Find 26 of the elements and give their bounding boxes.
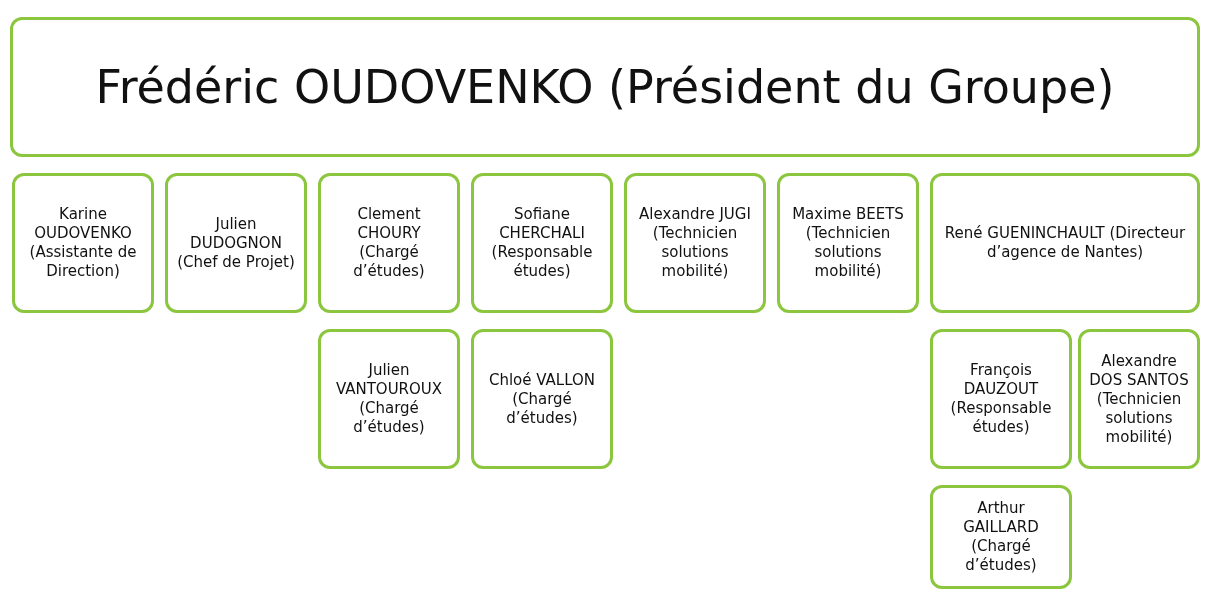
title-box bbox=[10, 17, 1200, 157]
person-name: Alexandre DOS SANTOS (Technicien solutions mobilité) bbox=[1088, 351, 1190, 447]
person-name: Karine OUDOVENKO (Assistante de Direction) bbox=[28, 205, 138, 281]
person-box bbox=[930, 173, 1200, 313]
person-name: François DAUZOUT (Responsable études) bbox=[949, 361, 1053, 437]
person-box bbox=[471, 329, 613, 469]
person-name: Julien VANTOUROUX (Chargé d’études) bbox=[334, 361, 444, 437]
person-box bbox=[1078, 329, 1200, 469]
person-name: Julien DUDOGNON (Chef de Projet) bbox=[176, 214, 296, 272]
person-box bbox=[930, 485, 1072, 589]
person-name: Frédéric OUDOVENKO (Président du Groupe) bbox=[95, 60, 1115, 114]
person-box bbox=[471, 173, 613, 313]
person-box bbox=[930, 329, 1072, 469]
person-name: Maxime BEETS (Technicien solutions mobilité) bbox=[791, 205, 905, 281]
person-box bbox=[624, 173, 766, 313]
person-name: Sofiane CHERCHALI (Responsable études) bbox=[490, 205, 594, 281]
person-name: Alexandre JUGI (Technicien solutions mobilité) bbox=[638, 205, 752, 281]
person-box bbox=[165, 173, 307, 313]
person-name: Clement CHOURY (Chargé d’études) bbox=[352, 205, 426, 281]
person-name: René GUENINCHAULT (Directeur d’agence de Nantes) bbox=[943, 224, 1187, 262]
person-name: Arthur GAILLARD (Chargé d’études) bbox=[962, 499, 1040, 575]
person-box bbox=[318, 173, 460, 313]
person-box bbox=[777, 173, 919, 313]
person-name: Chloé VALLON (Chargé d’études) bbox=[487, 370, 597, 428]
person-box bbox=[318, 329, 460, 469]
person-box bbox=[12, 173, 154, 313]
